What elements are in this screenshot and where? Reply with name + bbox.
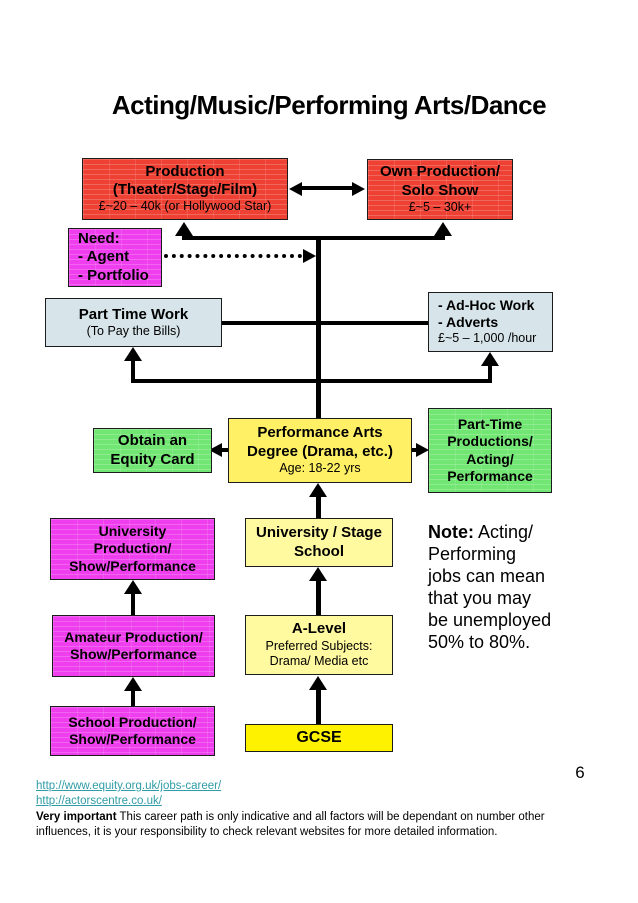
node-line: - Agent: [78, 248, 130, 266]
node-line: School: [293, 542, 344, 560]
connector-univstage-degree: [316, 496, 321, 518]
note-line: that you may: [428, 588, 532, 608]
node-line: Preferred Subjects:: [265, 638, 373, 653]
node-line: Production/: [93, 540, 172, 557]
disclaimer-bold: Very important: [36, 811, 117, 823]
node-line: University: [98, 523, 167, 540]
node-part-time-productions: Part-Time Productions/ Acting/ Performan…: [428, 408, 552, 493]
connector-degree-productions: [410, 448, 417, 452]
node-ad-hoc-work: - Ad-Hoc Work - Adverts £~5 – 1,000 /hou…: [428, 292, 553, 352]
node-line: £~5 – 30k+: [408, 199, 472, 214]
arrowhead-right-icon: [303, 249, 316, 263]
node-line: Part Time Work: [78, 305, 189, 323]
connector-stem: [131, 361, 135, 379]
node-line: - Ad-Hoc Work: [438, 297, 535, 314]
node-line: Equity Card: [110, 450, 195, 468]
connector-parttime-adhoc: [222, 321, 428, 325]
node-line: Performance Arts: [257, 424, 383, 442]
connector-degree-equity: [221, 448, 228, 452]
arrowhead-right-icon: [352, 182, 365, 196]
node-school-production: School Production/ Show/Performance: [50, 706, 215, 756]
arrowhead-up-icon: [309, 567, 327, 581]
node-line: Show/Performance: [69, 731, 196, 747]
node-performance-arts-degree: Performance Arts Degree (Drama, etc.) Ag…: [228, 418, 412, 483]
node-line: Age: 18-22 yrs: [279, 460, 361, 475]
node-amateur-production: Amateur Production/ Show/Performance: [52, 615, 215, 677]
node-university-stage-school: University / Stage School: [245, 518, 393, 567]
connector-school-amateur: [131, 690, 135, 706]
note-line: be unemployed: [428, 610, 552, 630]
node-line: University / Stage: [256, 524, 382, 542]
note-text: Acting/: [474, 522, 534, 542]
arrowhead-up-icon: [309, 676, 327, 690]
node-line: - Portfolio: [78, 266, 149, 284]
connector-top-horizontal: [182, 236, 445, 240]
unemployment-note: Note: Acting/ Performing jobs can mean t…: [428, 521, 593, 653]
node-line: (To Pay the Bills): [86, 323, 181, 338]
node-line: Show/Performance: [70, 646, 197, 662]
node-line: Need:: [78, 230, 120, 248]
node-line: GCSE: [296, 729, 342, 747]
connector-production-ownproduction: [302, 186, 352, 190]
node-line: £~20 – 40k (or Hollywood Star): [98, 199, 272, 214]
node-gcse: GCSE: [245, 724, 393, 752]
connector-need-dotted: [164, 254, 302, 258]
disclaimer-text: Very important This career path is only …: [36, 810, 601, 840]
node-line: Obtain an: [117, 432, 188, 450]
node-a-level: A-Level Preferred Subjects: Drama/ Media…: [245, 615, 393, 675]
arrowhead-up-icon: [434, 222, 452, 236]
node-line: Show/Performance: [69, 557, 196, 574]
arrowhead-up-icon: [481, 352, 499, 366]
node-line: Degree (Drama, etc.): [247, 442, 393, 460]
arrowhead-up-icon: [309, 483, 327, 497]
node-line: Drama/ Media etc: [269, 654, 369, 669]
arrowhead-up-icon: [124, 677, 142, 691]
arrowhead-up-icon: [124, 347, 142, 361]
disclaimer-rest: This career path is only indicative and …: [36, 811, 545, 838]
node-line: Part-Time: [457, 416, 523, 433]
node-line: Own Production/: [380, 163, 500, 181]
footer-links: http://www.equity.org.uk/jobs-career/ ht…: [36, 779, 221, 808]
node-line: A-Level: [291, 620, 347, 638]
arrowhead-right-icon: [416, 443, 429, 457]
node-line: School Production/: [68, 713, 197, 730]
node-line: Performance: [447, 467, 533, 484]
node-line: Acting/: [466, 450, 514, 467]
note-line: Note: Acting/: [428, 521, 593, 543]
equity-jobs-link[interactable]: http://www.equity.org.uk/jobs-career/: [36, 780, 222, 792]
node-line: Production: [145, 162, 225, 180]
arrowhead-up-icon: [175, 222, 193, 236]
node-line: £~5 – 1,000 /hour: [438, 331, 537, 346]
page-title: Acting/Music/Performing Arts/Dance: [111, 90, 547, 120]
node-part-time-work: Part Time Work (To Pay the Bills): [45, 298, 222, 347]
node-need: Need: - Agent - Portfolio: [68, 228, 162, 287]
arrowhead-left-icon: [289, 182, 302, 196]
note-line: 50% to 80%.: [428, 632, 531, 652]
node-university-production: University Production/ Show/Performance: [50, 518, 215, 580]
page-number: 6: [575, 763, 585, 782]
arrowhead-up-icon: [124, 580, 142, 594]
connector-central-spine: [316, 239, 321, 418]
connector-lower-horizontal: [131, 379, 492, 383]
node-line: Amateur Production/: [64, 628, 203, 645]
node-production: Production (Theater/Stage/Film) £~20 – 4…: [82, 158, 288, 220]
note-prefix: Note:: [428, 522, 474, 542]
node-line: - Adverts: [438, 314, 499, 331]
connector-stem: [488, 366, 492, 379]
node-equity-card: Obtain an Equity Card: [93, 428, 212, 473]
node-own-production: Own Production/ Solo Show £~5 – 30k+: [367, 159, 513, 220]
connector-amateur-univprod: [131, 593, 135, 615]
node-line: (Theater/Stage/Film): [112, 181, 258, 199]
node-line: Solo Show: [401, 181, 479, 199]
connector-alevel-univstage: [316, 580, 321, 615]
connector-gcse-alevel: [316, 689, 321, 724]
actors-centre-link[interactable]: http://actorscentre.co.uk/: [36, 794, 162, 807]
arrowhead-left-icon: [209, 443, 222, 457]
note-line: jobs can mean: [428, 566, 546, 586]
note-line: Performing: [428, 544, 517, 564]
node-line: Productions/: [447, 433, 533, 450]
